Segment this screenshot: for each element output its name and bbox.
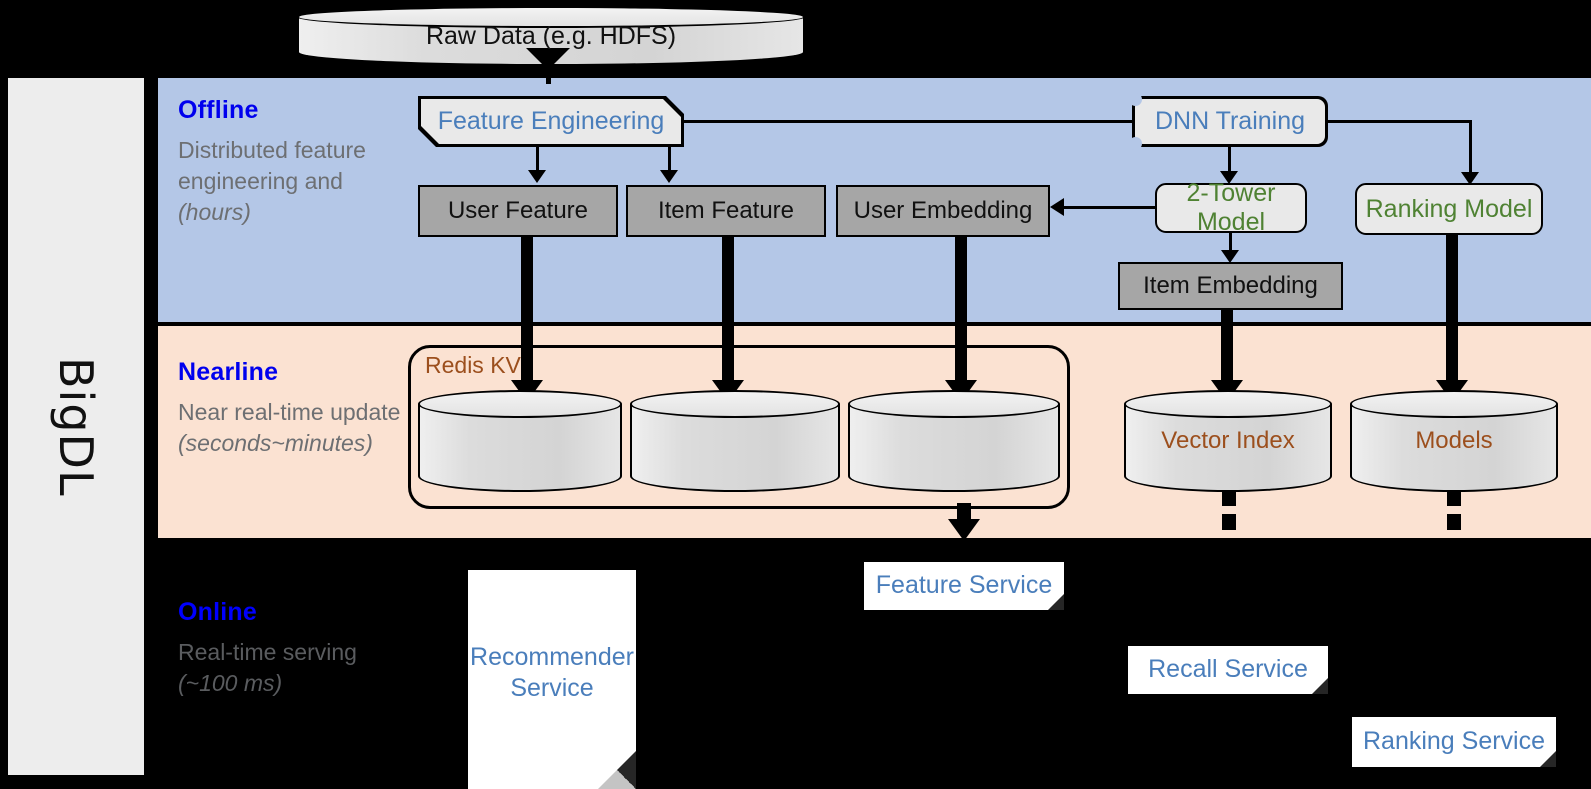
- edge-dnn-twotower: [1228, 147, 1231, 174]
- feature-service-node[interactable]: Feature Service: [864, 562, 1064, 610]
- caption-nearline: Nearline Near real-time update (seconds~…: [178, 358, 408, 459]
- edge-userembedding-redis: [955, 237, 967, 388]
- recommender-service-label: Recommender Service: [470, 643, 634, 703]
- arrowhead-dnn-ranking: [1461, 172, 1479, 185]
- edge-twotower-userembedding: [1064, 206, 1158, 209]
- caption-online: Online Real-time serving (~100 ms): [178, 598, 408, 699]
- page-fold-icon: [1312, 678, 1328, 694]
- caption-offline-title: Offline: [178, 96, 259, 124]
- redis-store-1-top: [418, 390, 622, 418]
- models-top: [1350, 390, 1558, 418]
- framework-rail: BigDL: [8, 78, 144, 775]
- dash-ranking-service-1: [1447, 490, 1461, 506]
- raw-data-store: Raw Data (e.g. HDFS): [297, 6, 805, 66]
- feature-engineering-label: Feature Engineering: [437, 107, 665, 135]
- edge-fe-itemfeature: [668, 147, 671, 173]
- caption-offline: Offline Distributed feature engineering …: [178, 96, 408, 228]
- item-embedding-label: Item Embedding: [1143, 272, 1318, 300]
- caption-nearline-desc: Near real-time update (seconds~minutes): [178, 397, 408, 459]
- dnn-training-node[interactable]: DNN Training: [1129, 93, 1325, 150]
- arrowhead-twotower-userembedding: [1050, 198, 1064, 216]
- edge-rankingmodel-models: [1446, 235, 1458, 388]
- edge-itemfeature-redis: [722, 237, 734, 388]
- edge-rawdata-fe: [546, 62, 551, 84]
- caption-online-desc: Real-time serving (~100 ms): [178, 637, 408, 699]
- ranking-service-node[interactable]: Ranking Service: [1352, 717, 1556, 767]
- edge-fe-userfeature: [536, 147, 539, 173]
- user-embedding-label: User Embedding: [853, 197, 1033, 225]
- item-embedding-node[interactable]: Item Embedding: [1118, 262, 1343, 310]
- vector-index-label: Vector Index: [1161, 427, 1295, 454]
- caption-nearline-desc-plain: Near real-time update: [178, 399, 401, 425]
- redis-store-3-body: [848, 404, 1060, 492]
- framework-label-text: BigDL: [49, 356, 103, 497]
- vector-index-body: [1124, 404, 1332, 492]
- arrowhead-featureservice: [948, 519, 980, 541]
- recall-service-node[interactable]: Recall Service: [1128, 646, 1328, 694]
- framework-label: BigDL: [8, 78, 144, 775]
- arrowhead-fe-itemfeature: [660, 170, 678, 183]
- redis-store-2-top: [630, 390, 840, 418]
- recommender-service-node[interactable]: Recommender Service: [468, 570, 636, 789]
- models-label: Models: [1415, 427, 1493, 454]
- redis-store-1-body: [418, 404, 622, 492]
- dash-feature-service-1: [957, 503, 971, 519]
- redis-store-2[interactable]: [630, 390, 840, 492]
- user-feature-label: User Feature: [447, 197, 589, 225]
- models-store[interactable]: Models: [1350, 390, 1558, 492]
- ranking-model-node[interactable]: Ranking Model: [1355, 183, 1543, 235]
- redis-store-3-top: [848, 390, 1060, 418]
- redis-store-2-body: [630, 404, 840, 492]
- vector-index-top: [1124, 390, 1332, 418]
- caption-online-desc-plain: Real-time serving: [178, 639, 357, 665]
- vector-index-store[interactable]: Vector Index: [1124, 390, 1332, 492]
- recall-service-label: Recall Service: [1148, 655, 1308, 684]
- feature-engineering-node[interactable]: Feature Engineering: [421, 99, 681, 144]
- item-feature-node[interactable]: Item Feature: [626, 185, 826, 237]
- caption-online-title: Online: [178, 598, 257, 626]
- two-tower-model-node[interactable]: 2-Tower Model: [1155, 179, 1307, 236]
- two-tower-model-label: 2-Tower Model: [1186, 179, 1276, 236]
- edge-fe-dnn: [684, 120, 1136, 123]
- edge-dnn-ranking-h: [1328, 120, 1472, 123]
- caption-offline-desc-italic: (hours): [178, 199, 251, 226]
- edge-twotower-itemembedding: [1229, 233, 1232, 260]
- redis-kv-container: [408, 345, 1070, 509]
- edge-dnn-ranking-v: [1469, 120, 1472, 176]
- caption-nearline-desc-italic: (seconds~minutes): [178, 430, 373, 457]
- edge-itemembedding-vectorindex: [1221, 310, 1233, 388]
- arrowhead-rawdata-fe: [526, 48, 570, 70]
- caption-nearline-title: Nearline: [178, 358, 279, 386]
- caption-online-desc-italic: (~100 ms): [178, 670, 283, 697]
- dash-recall-service-2: [1222, 514, 1236, 530]
- raw-data-cylinder-top: [297, 6, 805, 28]
- redis-store-1[interactable]: [418, 390, 622, 492]
- user-feature-node[interactable]: User Feature: [418, 185, 618, 237]
- ranking-service-label: Ranking Service: [1362, 727, 1546, 756]
- caption-offline-desc-plain: Distributed feature engineering and: [178, 137, 366, 195]
- redis-kv-label: Redis KV: [425, 352, 521, 378]
- ranking-model-label: Ranking Model: [1365, 194, 1533, 223]
- arrowhead-twotower-itemembedding: [1221, 250, 1239, 263]
- page-fold-icon: [598, 751, 636, 789]
- edge-userfeature-redis: [521, 237, 533, 388]
- redis-store-3[interactable]: [848, 390, 1060, 492]
- raw-data-label: Raw Data (e.g. HDFS): [425, 21, 677, 50]
- dash-ranking-service-2: [1447, 514, 1461, 530]
- user-embedding-node[interactable]: User Embedding: [836, 185, 1050, 237]
- item-feature-label: Item Feature: [657, 197, 795, 225]
- arrowhead-dnn-twotower: [1220, 171, 1238, 184]
- caption-offline-desc: Distributed feature engineering and (hou…: [178, 135, 408, 228]
- feature-service-label: Feature Service: [875, 571, 1053, 600]
- dnn-training-label: DNN Training: [1154, 107, 1306, 135]
- arrowhead-fe-userfeature: [528, 170, 546, 183]
- dash-recall-service-1: [1222, 490, 1236, 506]
